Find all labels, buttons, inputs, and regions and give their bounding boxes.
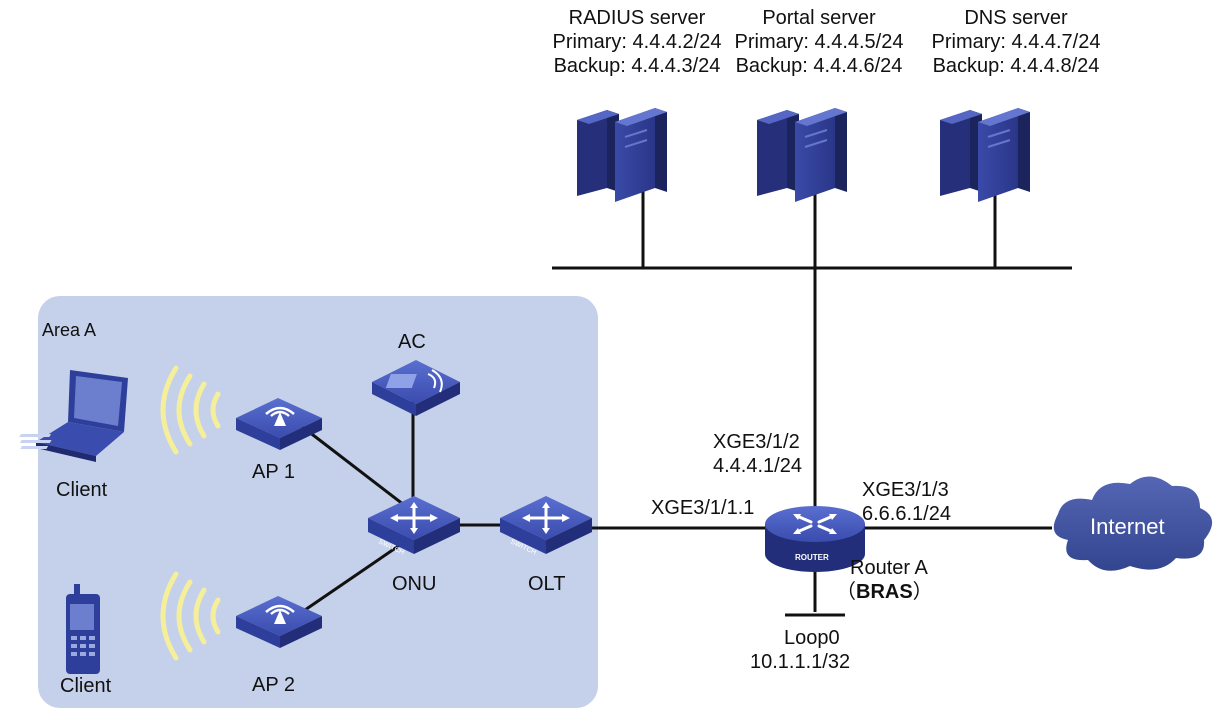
- olt-label: OLT: [528, 573, 566, 595]
- ap1-label: AP 1: [252, 461, 295, 483]
- dns-server-icon: [940, 108, 1030, 202]
- router-name-label: Router A: [850, 557, 928, 579]
- area-a-label: Area A: [42, 320, 97, 340]
- wan-port-label: XGE3/1/3: [862, 479, 949, 501]
- radius-server-icon: [577, 108, 667, 202]
- ap2-icon: [236, 596, 322, 648]
- ap1-onu-link: [299, 423, 409, 510]
- ap1-icon: [236, 398, 322, 450]
- internet-label: Internet: [1090, 514, 1165, 539]
- onu-switch-icon: SWITCH: [368, 496, 460, 556]
- uplink-ip-label: 4.4.4.1/24: [713, 455, 802, 477]
- dns-server-primary: Primary: 4.4.4.7/24: [931, 31, 1101, 53]
- client-laptop-label: Client: [56, 479, 108, 501]
- wifi-waves-icon: [160, 571, 221, 661]
- router-role-close: ）: [912, 581, 933, 603]
- downlink-port-label: XGE3/1/1.1: [651, 497, 755, 519]
- internet-cloud-icon: [1053, 476, 1213, 571]
- wifi-waves-icon: [160, 365, 221, 455]
- router-role-label: （BRAS）: [836, 580, 933, 604]
- loop0-ip-label: 10.1.1.1/32: [750, 651, 851, 673]
- portal-server-icon: [757, 108, 847, 202]
- portal-server-backup: Backup: 4.4.4.6/24: [735, 55, 903, 77]
- portal-server-label: Portal server Primary: 4.4.4.5/24 Backup…: [724, 6, 914, 78]
- radius-server-label: RADIUS server Primary: 4.4.4.2/24 Backup…: [530, 6, 744, 78]
- ap2-onu-link: [301, 543, 401, 614]
- radius-server-name: RADIUS server: [568, 7, 706, 29]
- loop0-name-label: Loop0: [784, 627, 840, 649]
- portal-server-primary: Primary: 4.4.4.5/24: [734, 31, 904, 53]
- ac-icon: [372, 360, 460, 416]
- radius-server-backup: Backup: 4.4.4.3/24: [553, 55, 721, 77]
- area-a-region: [38, 296, 598, 708]
- dns-server-backup: Backup: 4.4.4.8/24: [932, 55, 1100, 77]
- phone-icon: [66, 584, 100, 674]
- wan-ip-label: 6.6.6.1/24: [862, 503, 951, 525]
- dns-server-label: DNS server Primary: 4.4.4.7/24 Backup: 4…: [916, 6, 1116, 78]
- ac-label: AC: [398, 331, 426, 353]
- client-phone-label: Client: [60, 675, 112, 697]
- router-icon: ROUTER: [765, 506, 865, 572]
- radius-server-primary: Primary: 4.4.4.2/24: [552, 31, 722, 53]
- uplink-port-label: XGE3/1/2: [713, 431, 800, 453]
- onu-label: ONU: [392, 573, 437, 595]
- laptop-icon: [19, 370, 128, 462]
- router-role-open: （: [836, 581, 856, 603]
- router-role-text: BRAS: [856, 581, 913, 603]
- router-icon-text: ROUTER: [795, 553, 829, 562]
- dns-server-name: DNS server: [964, 7, 1068, 29]
- ap2-label: AP 2: [252, 674, 295, 696]
- portal-server-name: Portal server: [762, 7, 876, 29]
- olt-switch-icon: SWITCH: [500, 496, 592, 556]
